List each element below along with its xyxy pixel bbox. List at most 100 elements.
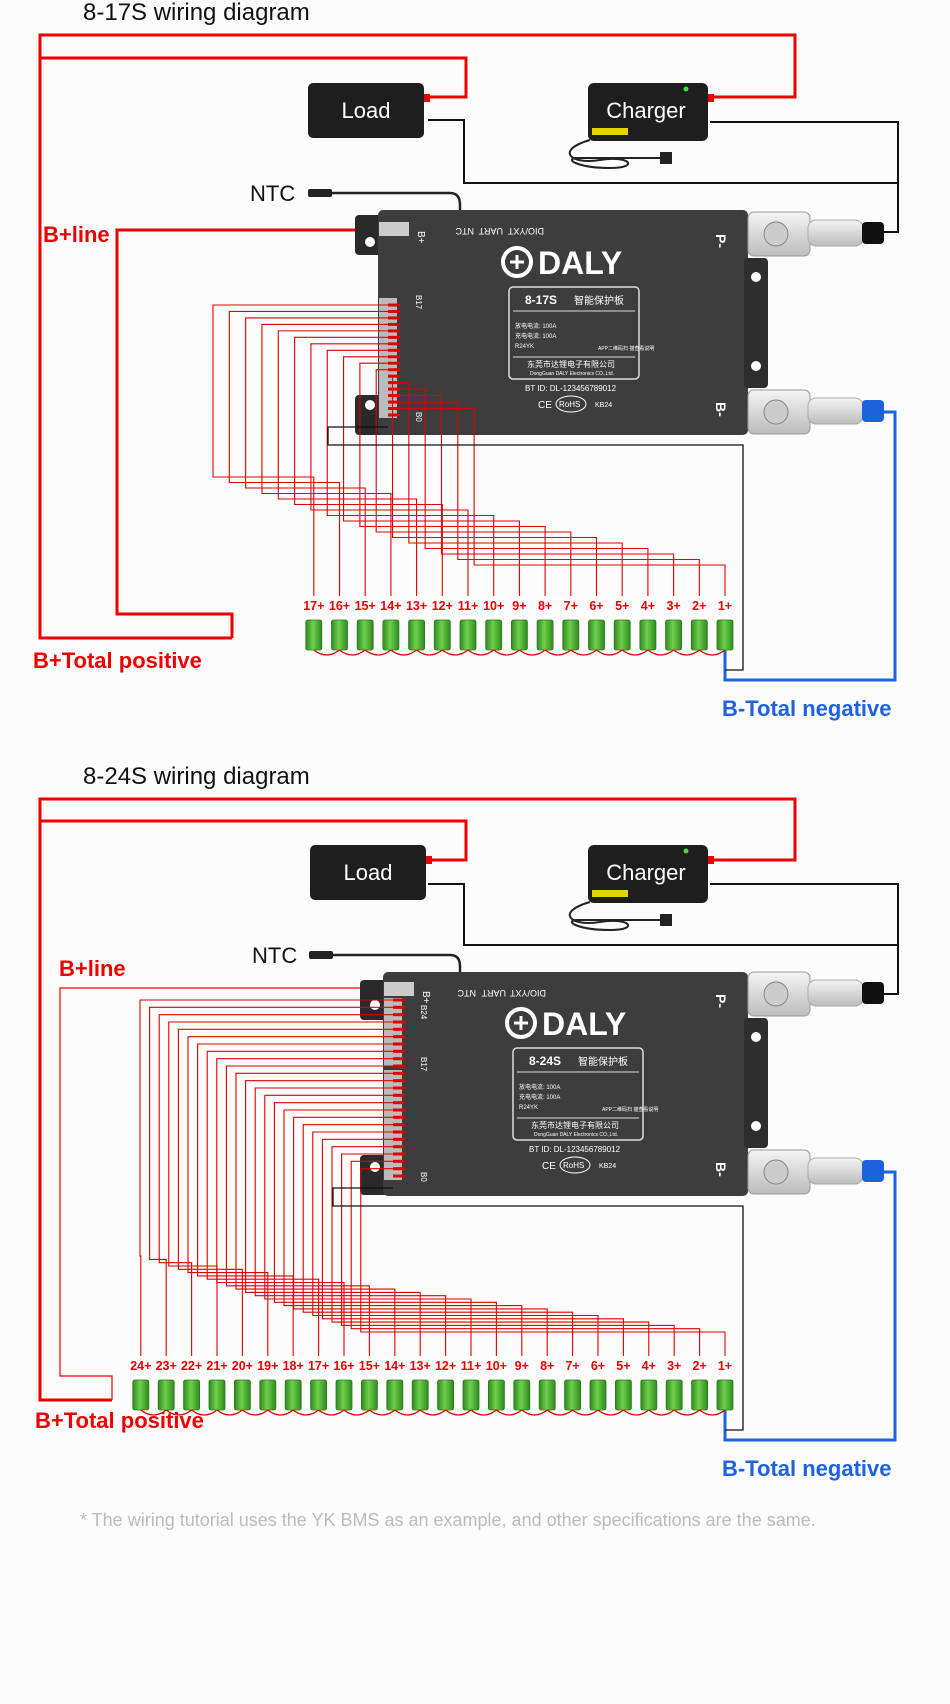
balance-wire: [177, 1028, 393, 1356]
series-link: [623, 1409, 650, 1416]
bms-spec-note: APP二维码扫 描查看说明: [602, 1106, 658, 1113]
port-uart-label: UART: [481, 988, 506, 998]
main-wires: [38, 797, 899, 1442]
b-minus-terminal: [747, 1149, 884, 1195]
balance-wire: [294, 336, 443, 596]
balance-pin: [393, 1101, 405, 1105]
bms-model: 8-17S: [525, 293, 557, 307]
balance-pin: [393, 1013, 405, 1017]
ntc-label: NTC: [252, 943, 297, 968]
battery-cell: [259, 1379, 277, 1411]
balance-wire: [158, 1014, 393, 1356]
b-minus-label: B-: [713, 402, 729, 417]
diagram-title: 8-24S wiring diagram: [83, 763, 310, 790]
cell-label: 2+: [692, 599, 706, 613]
cell-label: 14+: [384, 1359, 405, 1373]
balance-pin: [393, 1130, 405, 1134]
series-link: [313, 649, 340, 656]
balance-wire: [245, 317, 388, 596]
bms-brand: DALY: [542, 1006, 626, 1042]
bms-label-plate: [508, 286, 640, 380]
p-minus-label: P-: [713, 234, 729, 248]
cell-label: 23+: [156, 1359, 177, 1373]
cell-label: 1+: [718, 599, 732, 613]
series-link: [318, 1409, 345, 1416]
series-link: [519, 649, 546, 656]
battery-cell: [408, 619, 426, 651]
b-minus-terminal: [747, 389, 884, 435]
battery-cell: [183, 1379, 201, 1411]
balance-wire: [168, 1021, 393, 1356]
balance-pin: [393, 1057, 405, 1061]
cell-label: 7+: [564, 599, 578, 613]
ntc-label: NTC: [250, 181, 295, 206]
rohs-mark: RoHS: [559, 400, 580, 409]
balance-pin: [393, 1123, 405, 1127]
ce-mark: CE: [538, 400, 552, 411]
balance-pin: [393, 1167, 405, 1171]
daly-logo-icon: [505, 1007, 537, 1039]
series-link: [416, 649, 443, 656]
port-b17-label: B17: [419, 1057, 428, 1072]
balance-pin: [388, 303, 400, 307]
cell-label: 14+: [380, 599, 401, 613]
bms-body: [378, 210, 748, 435]
balance-wire: [245, 1080, 421, 1356]
battery-cell: [588, 619, 605, 651]
series-link: [343, 1409, 370, 1416]
bms-company-cn: 东莞市达锂电子有限公司: [527, 359, 615, 369]
series-link: [570, 649, 597, 656]
cell-label: 13+: [410, 1359, 431, 1373]
p-minus-label: P-: [713, 994, 729, 1008]
bline-label: B+line: [43, 222, 110, 247]
balance-wire: [360, 1168, 726, 1356]
total-positive-label: B+Total positive: [35, 1408, 204, 1433]
cell-label: 1+: [718, 1359, 732, 1373]
cell-label: 21+: [206, 1359, 227, 1373]
battery-cell: [305, 619, 323, 651]
series-link: [369, 1409, 396, 1416]
series-link: [165, 1409, 192, 1416]
bplus-connector: [379, 222, 409, 236]
bms-model-cn: 智能保护板: [578, 1055, 628, 1068]
balance-wire: [277, 330, 418, 596]
balance-wire: [321, 1138, 624, 1356]
balance-pin: [388, 361, 400, 365]
cell-label: 5+: [616, 1359, 630, 1373]
balance-pin: [393, 1064, 405, 1068]
balance-wire: [228, 310, 388, 596]
battery-cells: 24+23+22+21+20+19+18+17+16+15+14+13+12+1…: [130, 1359, 734, 1416]
series-link: [572, 1409, 599, 1416]
series-link: [390, 649, 417, 656]
battery-cell: [562, 619, 580, 651]
series-link: [673, 1409, 700, 1416]
battery-cell: [513, 1379, 531, 1411]
series-link: [191, 1409, 218, 1416]
balance-pin: [388, 413, 400, 417]
cell-label: 10+: [486, 1359, 507, 1373]
cell-label: 9+: [515, 1359, 529, 1373]
balance-pin: [388, 335, 400, 339]
bms-board: B+ NTC UART DIO/YXT B24 B17 B0 DALY 8-24…: [360, 972, 768, 1196]
balance-wire: [388, 382, 623, 596]
balance-pin: [393, 1174, 405, 1178]
battery-cell: [459, 619, 477, 651]
battery-cell: [284, 1379, 302, 1411]
port-b17-label: B17: [414, 295, 423, 310]
balance-pin: [388, 329, 400, 333]
cell-label: 12+: [432, 599, 453, 613]
cell-label: 16+: [329, 599, 350, 613]
rohs-mark: RoHS: [563, 1161, 584, 1170]
balance-wire: [388, 388, 649, 596]
bms-bt-id: BT ID: DL-123456789012: [525, 384, 617, 393]
cell-label: 5+: [615, 599, 629, 613]
balance-pin: [388, 355, 400, 359]
balance-wire: [331, 1146, 650, 1356]
bms-spec3: R24YK: [519, 1105, 538, 1111]
battery-cell: [615, 1379, 632, 1411]
battery-cell: [411, 1379, 429, 1411]
battery-cell: [386, 1379, 404, 1411]
balance-wire: [350, 1160, 701, 1356]
balance-pin: [388, 322, 400, 326]
